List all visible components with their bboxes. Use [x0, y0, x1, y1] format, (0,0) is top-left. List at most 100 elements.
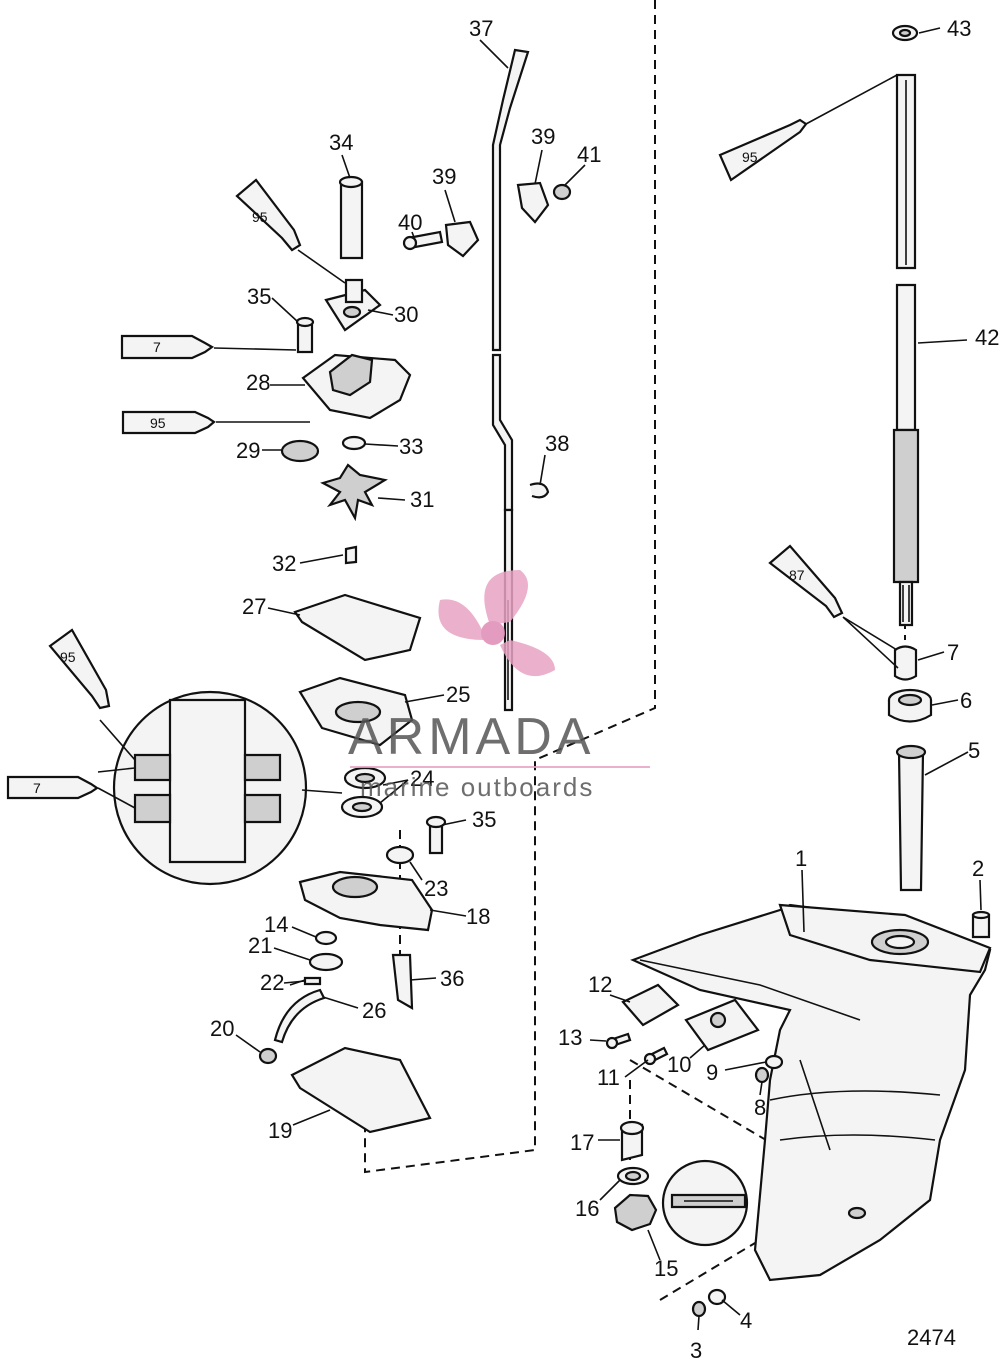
callout-30: 30 — [394, 302, 418, 327]
callout-10: 10 — [667, 1052, 691, 1077]
callout-14: 14 — [264, 912, 288, 937]
sealant-tube-1: 95 — [235, 178, 346, 284]
callout-8: 8 — [754, 1095, 766, 1120]
callout-21: 21 — [248, 933, 272, 958]
callout-7: 7 — [947, 640, 959, 665]
callout-18: 18 — [466, 904, 490, 929]
sealant-tube-label: 7 — [153, 339, 161, 355]
callout-28: 28 — [246, 370, 270, 395]
bushing-23 — [385, 845, 415, 865]
water-tube-guide-5 — [897, 750, 925, 892]
callout-3: 3 — [690, 1338, 702, 1361]
gasket-27 — [293, 593, 422, 662]
sealant-tube-label: 95 — [150, 415, 166, 431]
grommet-20 — [258, 1047, 278, 1065]
tube-34 — [339, 180, 364, 260]
watermark-tagline: marine outboards — [360, 772, 594, 802]
callout-9: 9 — [706, 1060, 718, 1085]
clip-39-left — [444, 220, 480, 258]
callout-12: 12 — [588, 972, 612, 997]
gear-housing-part — [630, 903, 992, 1282]
callout-39-right: 39 — [531, 124, 555, 149]
callout-19: 19 — [268, 1118, 292, 1143]
armada-watermark: ARMADA marine outboards — [348, 570, 650, 802]
watermark-brand: ARMADA — [348, 708, 594, 766]
bushing-7 — [893, 645, 918, 681]
callout-22: 22 — [260, 970, 284, 995]
callout-4: 4 — [740, 1308, 752, 1333]
drive-shaft-part — [887, 24, 991, 939]
callout-40: 40 — [398, 210, 422, 235]
callout-29: 29 — [236, 438, 260, 463]
callout-32: 32 — [272, 551, 296, 576]
nut-41 — [552, 183, 572, 201]
callout-35-mid: 35 — [472, 807, 496, 832]
callout-41: 41 — [577, 142, 601, 167]
sealant-tube-label: 87 — [789, 567, 805, 583]
callout-31: 31 — [410, 487, 434, 512]
sealant-tube-2: 7 — [120, 334, 297, 360]
callout-13: 13 — [558, 1025, 582, 1050]
seal-33 — [341, 435, 367, 451]
callout-15: 15 — [654, 1256, 678, 1281]
screw-22 — [303, 976, 322, 986]
callout-27: 27 — [242, 594, 266, 619]
impeller-31 — [320, 463, 389, 522]
tube-26 — [273, 988, 326, 1044]
washer-4 — [707, 1288, 727, 1306]
callout-26: 26 — [362, 998, 386, 1023]
propeller-logo-icon — [438, 570, 555, 677]
callout-17: 17 — [570, 1130, 594, 1155]
sealant-tube-label: 95 — [252, 209, 268, 225]
callout-11: 11 — [597, 1065, 620, 1090]
callout-39-left: 39 — [432, 164, 456, 189]
callout-35-top: 35 — [247, 284, 271, 309]
shaft-lower-42 — [895, 283, 917, 432]
callout-23: 23 — [424, 876, 448, 901]
callout-42: 42 — [975, 325, 999, 350]
housing-small-parts — [605, 983, 784, 1318]
callout-33: 33 — [399, 434, 423, 459]
leader-lines — [235, 27, 982, 1331]
plug-8 — [754, 1066, 770, 1084]
callout-6: 6 — [960, 688, 972, 713]
insert-29 — [280, 439, 320, 463]
clip-39-right — [516, 181, 550, 224]
face-plate-36 — [391, 953, 414, 1010]
screw-3 — [691, 1300, 707, 1318]
diagram-number: 2474 — [907, 1325, 956, 1350]
sealant-tube-3: 95 — [121, 410, 310, 435]
e-clip-38 — [529, 482, 550, 499]
sealant-tube-6: 95 — [718, 74, 898, 182]
shift-clips — [402, 181, 572, 499]
plate-12 — [621, 983, 680, 1027]
sealant-tube-4: 95 — [48, 628, 111, 710]
callout-34: 34 — [329, 130, 353, 155]
plate-21 — [308, 952, 344, 972]
water-pump-parts — [258, 175, 447, 1134]
seal-14 — [314, 930, 338, 946]
callout-38: 38 — [545, 431, 569, 456]
sealant-tube-5: 7 — [6, 775, 99, 800]
callout-labels: 1 2 3 4 5 6 7 8 9 10 11 12 13 14 15 16 1… — [210, 16, 999, 1361]
callout-43: 43 — [947, 16, 971, 41]
washer-9 — [764, 1054, 784, 1070]
callout-5: 5 — [968, 738, 980, 763]
gasket-19 — [290, 1046, 432, 1134]
seal-detail-circle — [97, 690, 308, 886]
callout-2: 2 — [972, 856, 984, 881]
callout-25: 25 — [446, 682, 470, 707]
callout-1: 1 — [795, 846, 807, 871]
callout-36: 36 — [440, 966, 464, 991]
callout-20: 20 — [210, 1016, 234, 1041]
callout-37: 37 — [469, 16, 493, 41]
callout-24: 24 — [410, 766, 434, 791]
pinion-gear-15 — [613, 1193, 658, 1232]
key-32 — [344, 545, 358, 565]
sealant-tube-7: 87 — [768, 544, 899, 669]
sealant-tube-label: 95 — [60, 649, 76, 665]
sealant-tube-label: 7 — [33, 780, 41, 796]
callout-16: 16 — [575, 1196, 599, 1221]
